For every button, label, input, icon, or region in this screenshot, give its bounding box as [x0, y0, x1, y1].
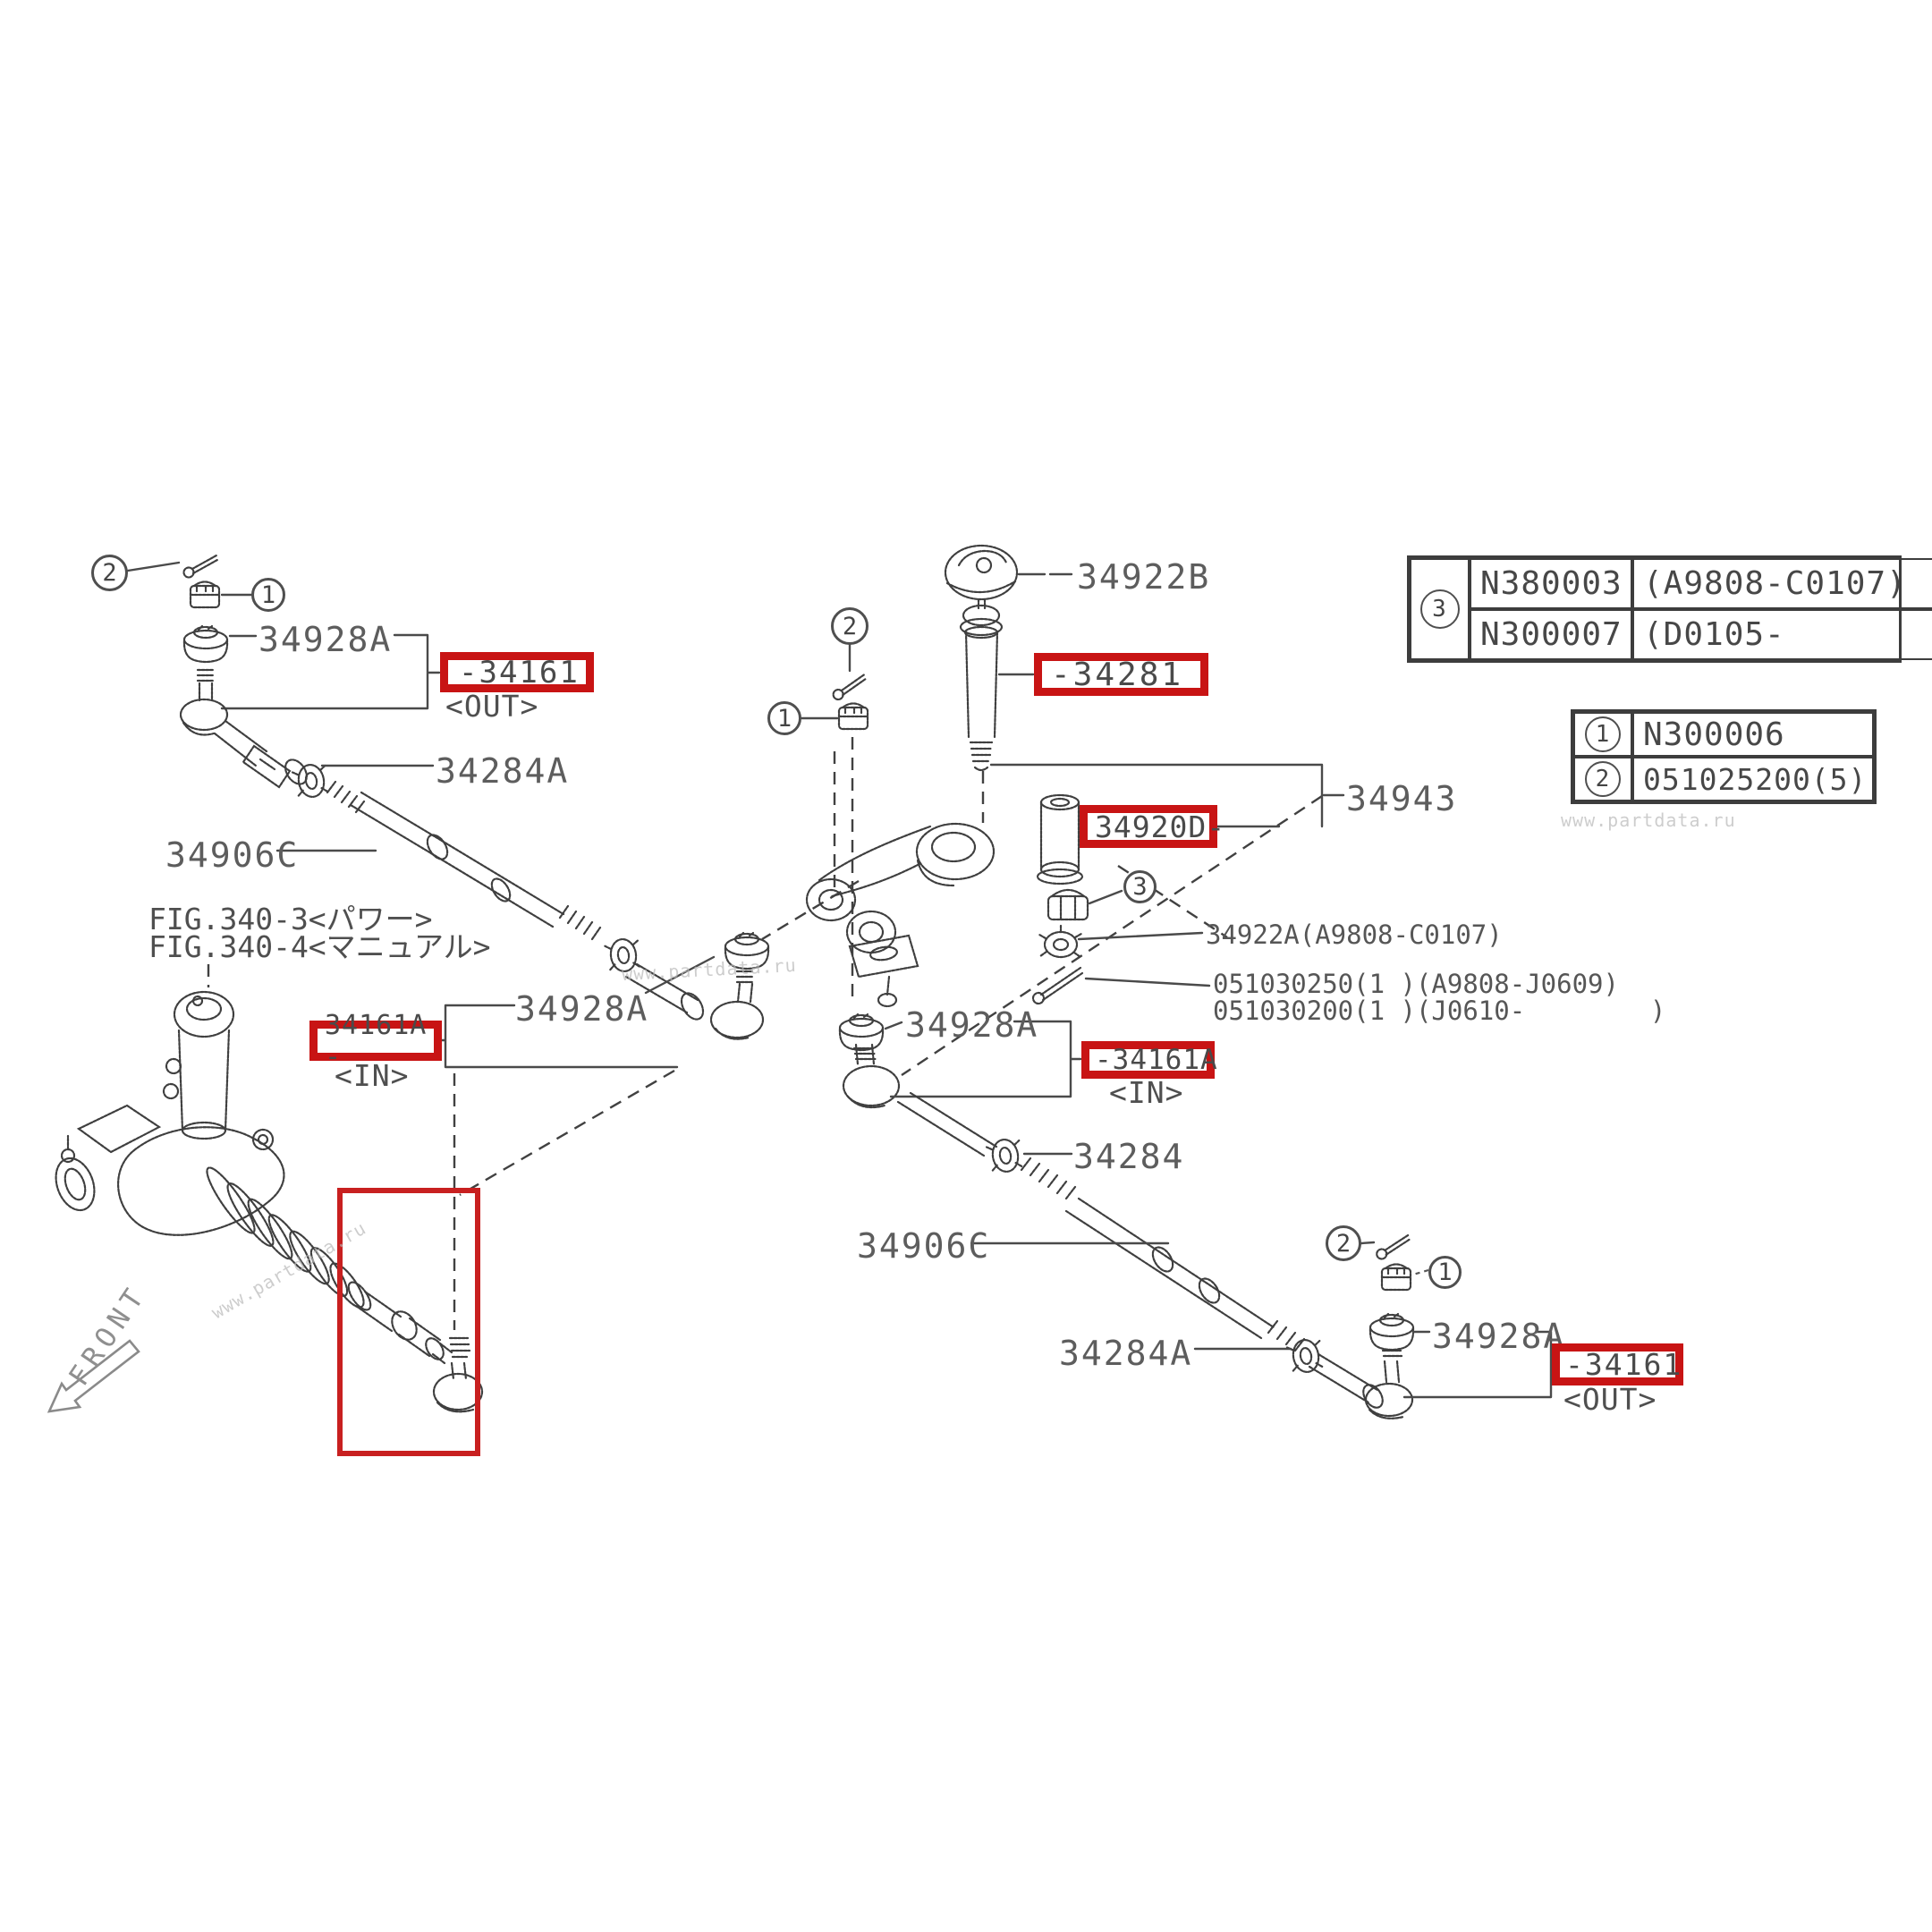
callout-2-center: 2: [831, 607, 869, 645]
label-34928a-mid-left: 34928A: [515, 989, 649, 1029]
callout-digit: 1: [776, 704, 792, 733]
highlight-text: -34161: [459, 654, 580, 691]
steering-rack-assembly: [47, 964, 484, 1413]
front-arrow-icon: [47, 1339, 140, 1413]
label-34922b: 34922B: [1077, 557, 1211, 597]
highlight-box-34920d[interactable]: 34920D-: [1080, 805, 1224, 848]
label-34906c-left: 34906C: [165, 835, 300, 875]
label-fig-340-3-power: FIG.340-3<パワー>: [148, 902, 433, 936]
label-34922a-note: 34922A(A9808-C0107): [1206, 919, 1503, 950]
label-34284: 34284: [1073, 1137, 1185, 1176]
callout-1-bottom-right: 1: [1428, 1256, 1462, 1289]
table-cell-part: N300007: [1470, 609, 1632, 660]
label-34928a-bottom-right: 34928A: [1432, 1317, 1566, 1356]
table-callout-3-parts: 3 N380003 (A9808-C0107) N300007 (D0105- …: [1407, 555, 1932, 663]
callout-digit: 2: [102, 559, 117, 587]
highlight-box-34281[interactable]: -34281: [1034, 653, 1208, 696]
tie-rod-right: [838, 1013, 1553, 1419]
tie-rod-outer-left: [126, 554, 770, 1330]
table-cell-part: N300006: [1632, 712, 1874, 757]
label-in-right: <IN>: [1109, 1075, 1184, 1110]
label-34943: 34943: [1346, 779, 1458, 818]
label-in-left: <IN>: [335, 1058, 410, 1093]
callout-digit: 1: [1595, 721, 1611, 748]
callout-digit: 2: [1335, 1229, 1352, 1258]
callout-digit: 2: [1595, 766, 1611, 792]
highlight-text: 34920D-: [1095, 809, 1226, 844]
callout-1-top-left: 1: [251, 578, 285, 612]
table-cell-callout3: 3: [1410, 558, 1470, 660]
label-34928a-mid-right: 34928A: [905, 1005, 1039, 1045]
callout-digit: 1: [1437, 1258, 1453, 1286]
label-out-right: <OUT>: [1563, 1382, 1657, 1417]
highlight-box-34161a-in-left[interactable]: 34161A -: [309, 1010, 442, 1072]
label-051030200-note: 051030200(1 )(J0610- ): [1213, 996, 1666, 1026]
label-34928a-top-left: 34928A: [258, 620, 393, 659]
highlight-text: -34161: [1565, 1347, 1683, 1382]
callout-3-table: 3: [1419, 589, 1460, 629]
callout-2-bottom-right: 2: [1326, 1225, 1361, 1261]
highlight-rect-inner-tie-rod[interactable]: [337, 1188, 480, 1456]
idler-arm-assembly: [761, 544, 1345, 1076]
callout-digit: 1: [260, 580, 276, 609]
callout-1-center: 1: [767, 701, 801, 735]
highlight-box-34161a-in-right[interactable]: -34161A: [1081, 1041, 1218, 1079]
table-callout-1-2-parts: 1 N300006 2 051025200(5): [1571, 709, 1877, 804]
label-out-left: <OUT>: [445, 689, 539, 724]
callout-1-table: 1: [1585, 716, 1621, 752]
table-cell-callout1: 1: [1573, 712, 1632, 757]
callout-2-top-left: 2: [91, 555, 128, 591]
table-cell-range: (A9808-C0107): [1632, 558, 1932, 609]
highlight-box-34161-out-left[interactable]: -34161: [440, 652, 594, 692]
table-cell-part: N380003: [1470, 558, 1632, 609]
table-cell-range: (D0105- ): [1632, 609, 1932, 660]
highlight-box-34161-out-right[interactable]: -34161: [1552, 1343, 1683, 1385]
label-34906c-right: 34906C: [857, 1226, 991, 1266]
callout-digit: 3: [1432, 596, 1447, 623]
callout-digit: 2: [842, 612, 858, 640]
label-34284a-bottom-right: 34284A: [1059, 1334, 1193, 1373]
highlight-text: 34161A -: [325, 1009, 428, 1072]
callout-2-table: 2: [1585, 761, 1621, 797]
label-34284a-top-left: 34284A: [436, 751, 570, 791]
watermark: www.partdata.ru: [1561, 809, 1736, 831]
label-051030250-note: 051030250(1 )(A9808-J0609): [1213, 969, 1619, 999]
table-cell-part: 051025200(5): [1632, 757, 1874, 801]
highlight-text: -34161A: [1095, 1044, 1218, 1076]
highlight-text: -34281: [1051, 656, 1184, 693]
table-cell-callout2: 2: [1573, 757, 1632, 801]
label-fig-340-4-manual: FIG.340-4<マニュアル>: [148, 929, 491, 964]
callout-digit: 3: [1132, 873, 1148, 901]
callout-3-center: 3: [1123, 870, 1157, 903]
